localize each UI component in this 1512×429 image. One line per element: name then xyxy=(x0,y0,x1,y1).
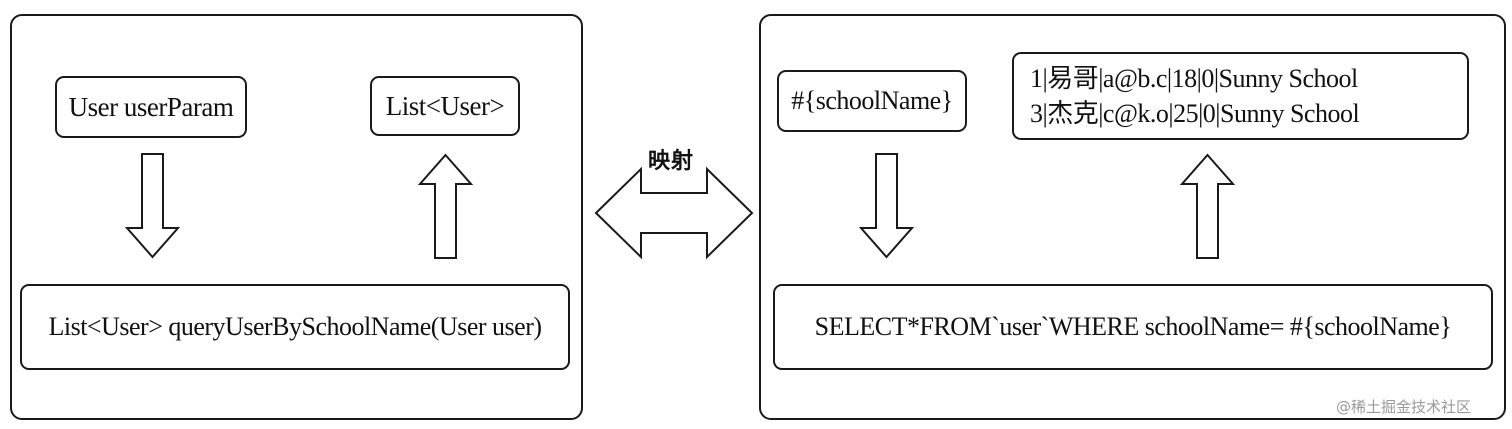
up-arrow-icon xyxy=(1180,153,1236,259)
down-arrow-icon xyxy=(859,153,915,259)
result-row: 1|易哥|a@b.c|18|0|Sunny School xyxy=(1030,64,1358,93)
up-arrow-icon xyxy=(418,153,474,259)
list-user-box: List<User> xyxy=(370,76,520,136)
down-arrow-icon xyxy=(125,153,181,259)
sql-query-box: SELECT*FROM`user`WHERE schoolName= #{sch… xyxy=(773,284,1493,370)
school-name-param-box: #{schoolName} xyxy=(777,70,967,132)
watermark: @稀土掘金技术社区 xyxy=(1336,398,1472,416)
result-rows-box: 1|易哥|a@b.c|18|0|Sunny School 3|杰克|c@k.o|… xyxy=(1012,52,1469,140)
result-row: 3|杰克|c@k.o|25|0|Sunny School xyxy=(1030,99,1360,128)
method-signature-box: List<User> queryUserBySchoolName(User us… xyxy=(20,284,570,370)
user-param-box: User userParam xyxy=(55,76,247,138)
double-arrow-icon xyxy=(594,166,754,260)
mapping-label: 映射 xyxy=(648,149,695,174)
